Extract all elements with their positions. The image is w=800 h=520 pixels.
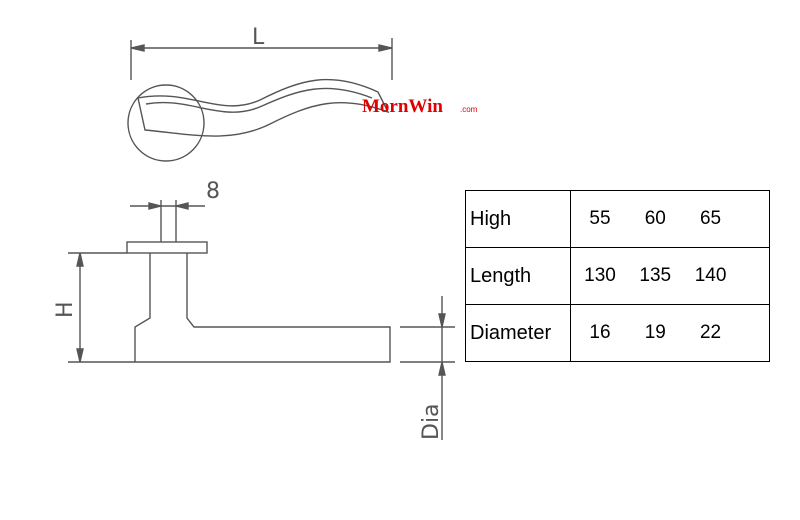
lever-top-outline [137, 78, 390, 137]
cell-value: 130 [584, 265, 616, 286]
cell-value: 19 [644, 322, 666, 343]
cell-value: 140 [694, 265, 727, 286]
table-row: Diameter 16 19 22 [465, 304, 770, 362]
cell-value: 60 [644, 208, 666, 229]
rosette-circle [127, 84, 205, 162]
row-values: 16 19 22 [570, 304, 770, 362]
row-values: 130 135 140 [570, 247, 770, 305]
rose-plate [126, 241, 208, 254]
length-arrow-left [130, 44, 145, 52]
height-label: H [53, 301, 78, 318]
stem-arrow-right [175, 202, 189, 210]
stem-width-label: 8 [206, 179, 220, 204]
cell-value: 65 [699, 208, 722, 229]
cell-value: 22 [699, 322, 722, 343]
diameter-label: Dia [419, 403, 444, 440]
brand-logo-suffix: .com [460, 105, 478, 114]
stem-arrow-left [148, 202, 162, 210]
lever-top-inner [145, 87, 373, 113]
cell-value: 135 [639, 265, 672, 286]
row-values: 55 60 65 [570, 190, 770, 248]
dia-arrow-top [438, 313, 446, 328]
dia-arrow-bottom [438, 361, 446, 376]
cell-value: 16 [589, 322, 611, 343]
lever-side-outline [134, 253, 391, 363]
table-row: High 55 60 65 [465, 190, 770, 248]
row-label: Diameter [465, 304, 571, 362]
row-label: Length [465, 247, 571, 305]
spec-table: High 55 60 65 Length 130 135 140 Diamete… [465, 190, 770, 362]
height-arrow-top [76, 252, 84, 267]
length-label: L [252, 25, 265, 50]
row-label: High [465, 190, 571, 248]
table-row: Length 130 135 140 [465, 247, 770, 305]
length-arrow-right [378, 44, 393, 52]
cell-value: 55 [589, 208, 611, 229]
brand-logo-text: MornWin [362, 96, 443, 117]
height-arrow-bottom [76, 348, 84, 363]
